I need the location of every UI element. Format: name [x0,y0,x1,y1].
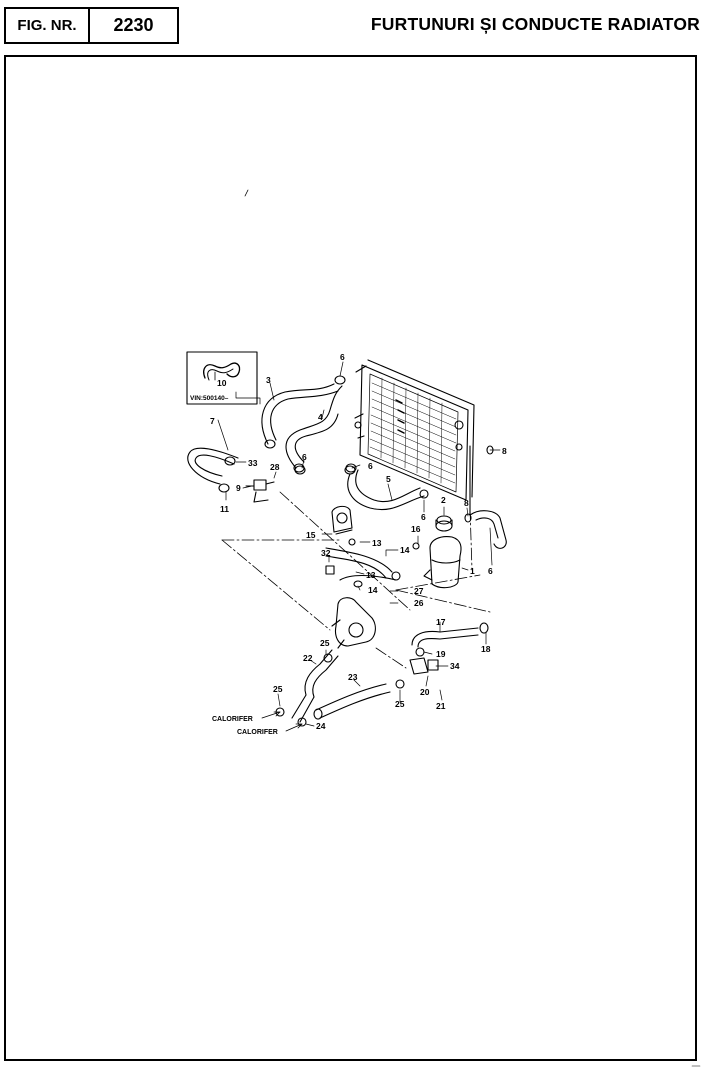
callout-20: 20 [420,687,430,697]
outlet-20 [409,657,439,675]
calorifer-label: CALORIFER [237,729,278,736]
callout-25: 25 [320,638,330,648]
calorifer-label: CALORIFER [212,716,253,723]
callout-6: 6 [302,452,307,462]
inset-box [186,351,258,405]
valve-9 [245,479,275,503]
callout-19: 19 [436,649,446,659]
callout-12: 13 [366,570,376,580]
callout-23: 23 [348,672,358,682]
inset-vin-label: VIN:500140– [190,395,229,402]
callout-27: 27 [414,586,424,596]
callout-10: 7 [210,416,215,426]
callout-3: 3 [266,375,271,385]
callout-15: 15 [306,530,316,540]
radiator [354,359,475,501]
callout-24: 24 [316,721,326,731]
callout-14-inset: 10 [217,378,227,388]
callout-1: 1 [470,566,475,576]
callout-28: 28 [270,462,280,472]
callout-7: 6 [488,566,493,576]
thermostat-housing [331,505,353,535]
callout-8: 8 [502,446,507,456]
callouts: 10 VIN:500140– 6 3 4 7 33 6 28 6 8 9 11 … [190,352,507,736]
figure-number-label: FIG. NR. [6,9,90,42]
hose-17 [411,627,479,648]
callout-5: 5 [386,474,391,484]
callout-13: 13 [372,538,382,548]
callout-2: 2 [441,495,446,505]
hose-3 [261,383,339,449]
callout-17: 17 [436,617,446,627]
figure-number-value: 2230 [113,15,154,35]
callout-8: 8 [464,498,469,508]
hose-10 [187,447,239,485]
leader-lines [217,361,501,727]
callout-25: 25 [273,684,283,694]
hose-7 [469,445,507,549]
callout-33: 33 [248,458,258,468]
callout-4: 4 [318,412,323,422]
callout-34: 34 [450,661,460,671]
hose-4 [285,385,343,473]
callout-13: 14 [368,585,378,595]
hose-23 [313,683,391,720]
callout-25: 25 [395,699,405,709]
figure-number-box: FIG. NR. 2230 [4,7,179,44]
callout-22: 22 [303,653,313,663]
callout-14: 14 [400,545,410,555]
reference-lines [221,491,491,669]
clamps [218,375,494,727]
callout-32: 32 [321,548,331,558]
coolant-reservoir [423,515,462,589]
callout-11: 11 [220,504,229,514]
callout-6: 6 [368,461,373,471]
calorifer-arrows [261,711,303,732]
callout-6: 6 [421,512,426,522]
callout-16: 16 [411,524,421,534]
callout-6: 6 [340,352,345,362]
callout-18: 18 [481,644,491,654]
callout-26: 26 [414,598,424,608]
page-title: FURTUNURI ȘI CONDUCTE RADIATOR [370,14,700,34]
callout-9: 9 [236,483,241,493]
hose-12-14 [325,547,401,581]
callout-21: 21 [436,701,446,711]
hose-5 [345,463,425,511]
diagram-frame [4,55,697,1061]
water-pump-housing [331,597,376,649]
